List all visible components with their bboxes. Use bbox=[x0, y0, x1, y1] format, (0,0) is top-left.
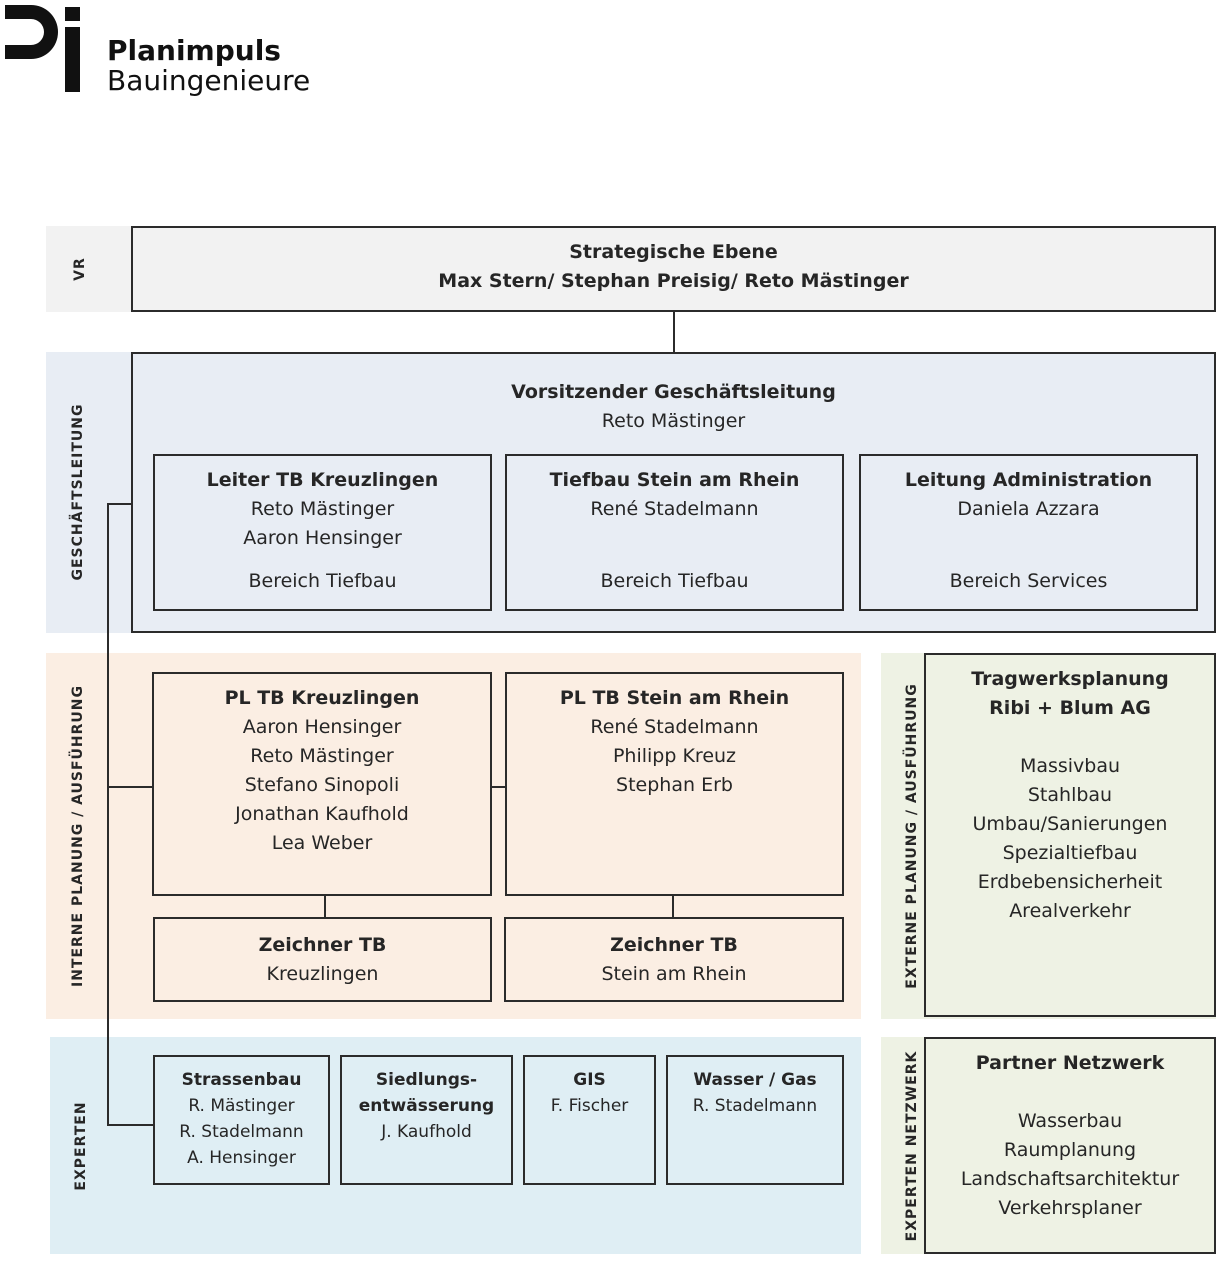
strategic-names: Max Stern/ Stephan Preisig/ Reto Mästing… bbox=[438, 270, 909, 292]
logo-wordmark: Planimpuls Bauingenieure bbox=[107, 36, 310, 96]
connector-strategic-to-gl bbox=[673, 311, 675, 353]
extern-band-label: EXTERNE PLANUNG / AUSFÜHRUNG bbox=[904, 683, 920, 989]
external-title-line1: Tragwerksplanung bbox=[971, 668, 1169, 690]
project-member: Philipp Kreuz bbox=[612, 745, 737, 767]
project-member: Lea Weber bbox=[271, 832, 373, 854]
expert-title: Wasser / Gas bbox=[693, 1070, 817, 1090]
logo-line1: Planimpuls bbox=[107, 34, 281, 67]
management-area: Bereich Tiefbau bbox=[248, 570, 397, 592]
logo-line2: Bauingenieure bbox=[107, 64, 311, 97]
connector-spine-to-experts bbox=[107, 1124, 154, 1126]
external-item: Spezialtiefbau bbox=[1002, 842, 1138, 864]
network-title: Partner Netzwerk bbox=[975, 1052, 1165, 1074]
drafter-box-kreuzlingen: Zeichner TB Kreuzlingen bbox=[153, 917, 492, 1002]
project-member: Aaron Hensinger bbox=[242, 716, 402, 738]
expert-name: A. Hensinger bbox=[187, 1148, 296, 1168]
strategic-title: Strategische Ebene bbox=[569, 241, 778, 263]
project-box-stein: PL TB Stein am Rhein René Stadelmann Phi… bbox=[505, 672, 844, 896]
project-member: Stephan Erb bbox=[616, 774, 733, 796]
management-box-kreuzlingen: Leiter TB Kreuzlingen Reto Mästinger Aar… bbox=[153, 454, 492, 611]
management-name: Daniela Azzara bbox=[957, 498, 1100, 520]
external-title-line2: Ribi + Blum AG bbox=[989, 697, 1151, 719]
drafter-title: Zeichner TB bbox=[610, 934, 738, 956]
netzwerk-band-label: EXPERTEN NETZWERK bbox=[904, 1050, 920, 1242]
network-item: Raumplanung bbox=[1003, 1139, 1137, 1161]
expert-name: J. Kaufhold bbox=[381, 1122, 472, 1142]
project-member: Stefano Sinopoli bbox=[244, 774, 400, 796]
project-member: René Stadelmann bbox=[590, 716, 759, 738]
management-area: Bereich Services bbox=[949, 570, 1108, 592]
external-item: Arealverkehr bbox=[1009, 900, 1131, 922]
expert-box-wasser-gas: Wasser / Gas R. Stadelmann bbox=[666, 1055, 844, 1185]
ceo-title: Vorsitzender Geschäftsleitung bbox=[511, 381, 836, 403]
external-item: Erdbebensicherheit bbox=[977, 871, 1163, 893]
management-title: Leiter TB Kreuzlingen bbox=[206, 469, 439, 491]
management-title: Tiefbau Stein am Rhein bbox=[549, 469, 800, 491]
drafter-place: Kreuzlingen bbox=[266, 963, 379, 985]
project-box-kreuzlingen: PL TB Kreuzlingen Aaron Hensinger Reto M… bbox=[152, 672, 492, 896]
connector-spine-to-gl bbox=[107, 503, 133, 505]
network-item: Verkehrsplaner bbox=[998, 1197, 1142, 1219]
expert-box-gis: GIS F. Fischer bbox=[523, 1055, 656, 1185]
experten-band-label: EXPERTEN bbox=[73, 1101, 89, 1191]
external-item: Stahlbau bbox=[1027, 784, 1113, 806]
expert-title-line2: entwässerung bbox=[358, 1096, 495, 1116]
project-title: PL TB Stein am Rhein bbox=[559, 687, 790, 709]
management-area: Bereich Tiefbau bbox=[600, 570, 749, 592]
expert-box-siedlungsentwaesserung: Siedlungs- entwässerung J. Kaufhold bbox=[340, 1055, 513, 1185]
external-item: Massivbau bbox=[1019, 755, 1121, 777]
management-name: Aaron Hensinger bbox=[243, 527, 402, 549]
connector-pl2-to-drafter2 bbox=[672, 895, 674, 918]
network-item: Wasserbau bbox=[1017, 1110, 1123, 1132]
drafter-title: Zeichner TB bbox=[258, 934, 387, 956]
drafter-box-stein: Zeichner TB Stein am Rhein bbox=[504, 917, 844, 1002]
management-box-stein: Tiefbau Stein am Rhein René Stadelmann B… bbox=[505, 454, 844, 611]
expert-name: R. Mästinger bbox=[188, 1096, 295, 1116]
network-box: Partner Netzwerk Wasserbau Raumplanung L… bbox=[924, 1037, 1216, 1254]
expert-title-line1: Siedlungs- bbox=[375, 1070, 478, 1090]
gl-band-label: GESCHÄFTSLEITUNG bbox=[70, 403, 86, 581]
network-item: Landschaftsarchitektur bbox=[960, 1168, 1180, 1190]
drafter-place: Stein am Rhein bbox=[601, 963, 747, 985]
expert-title: Strassenbau bbox=[181, 1070, 302, 1090]
intern-band-label: INTERNE PLANUNG / AUSFÜHRUNG bbox=[70, 684, 86, 988]
connector-spine-to-pl bbox=[107, 786, 154, 788]
management-name: Reto Mästinger bbox=[250, 498, 395, 520]
connector-spine-vertical bbox=[107, 503, 109, 1126]
expert-name: R. Stadelmann bbox=[692, 1096, 818, 1116]
planimpuls-logo-mark bbox=[5, 5, 80, 92]
vr-band bbox=[46, 226, 132, 312]
connector-pl1-to-drafter1 bbox=[324, 895, 326, 918]
expert-name: F. Fischer bbox=[550, 1096, 629, 1116]
expert-title: GIS bbox=[573, 1070, 606, 1090]
management-box-administration: Leitung Administration Daniela Azzara Be… bbox=[859, 454, 1198, 611]
expert-box-strassenbau: Strassenbau R. Mästinger R. Stadelmann A… bbox=[153, 1055, 330, 1185]
external-item: Umbau/Sanierungen bbox=[972, 813, 1168, 835]
connector-pl-to-pl bbox=[490, 786, 507, 788]
external-box: Tragwerksplanung Ribi + Blum AG Massivba… bbox=[924, 653, 1216, 1017]
expert-name: R. Stadelmann bbox=[179, 1122, 304, 1142]
project-member: Jonathan Kaufhold bbox=[235, 803, 409, 825]
management-name: René Stadelmann bbox=[590, 498, 759, 520]
ceo-name: Reto Mästinger bbox=[601, 410, 746, 432]
vr-band-label: VR bbox=[72, 257, 88, 281]
project-title: PL TB Kreuzlingen bbox=[224, 687, 420, 709]
project-member: Reto Mästinger bbox=[250, 745, 394, 767]
strategic-box: Strategische Ebene Max Stern/ Stephan Pr… bbox=[131, 226, 1216, 312]
management-title: Leitung Administration bbox=[904, 469, 1153, 491]
